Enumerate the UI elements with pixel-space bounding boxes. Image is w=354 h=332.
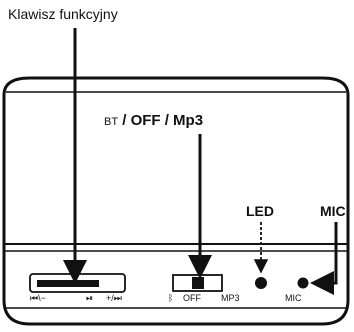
mode-switch-label-bt: BT bbox=[104, 116, 119, 128]
prev-vol-down-marking: ⏮\− bbox=[30, 293, 46, 303]
mic-hole bbox=[297, 277, 309, 289]
led-indicator bbox=[255, 277, 267, 289]
function-key-label: Klawisz funkcyjny bbox=[8, 6, 118, 22]
mic-port-marking: MIC bbox=[285, 293, 302, 303]
bluetooth-marking: ᛒ bbox=[168, 293, 174, 303]
mp3-marking: MP3 bbox=[221, 293, 240, 303]
mode-switch-label-rest: / OFF / Mp3 bbox=[118, 112, 204, 129]
mic-label: MIC bbox=[320, 203, 346, 219]
mic-pointer bbox=[310, 222, 338, 295]
play-pause-marking: ⏯ bbox=[86, 293, 94, 303]
off-marking: OFF bbox=[183, 293, 201, 303]
mode-switch-label: BT / OFF / Mp3 bbox=[104, 112, 203, 129]
function-key-bar bbox=[37, 280, 99, 287]
led-label: LED bbox=[246, 203, 274, 219]
next-vol-up-marking: +/⏭ bbox=[106, 293, 122, 303]
speaker-body-outline bbox=[2, 76, 350, 326]
mode-switch-knob bbox=[192, 277, 204, 289]
